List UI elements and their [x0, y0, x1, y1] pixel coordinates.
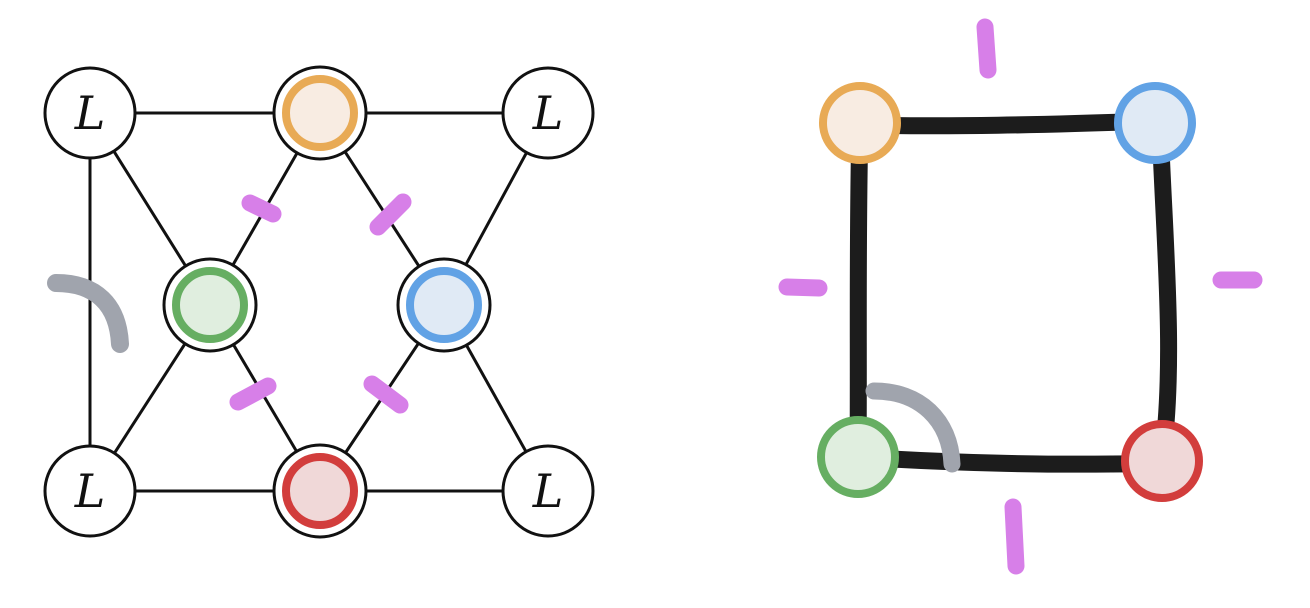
colored-node-middle-right: [396, 257, 492, 353]
lattice-node-label: L: [532, 86, 564, 140]
lattice-node-bottom-right: L: [501, 444, 595, 538]
left-diagram: L L L L: [43, 65, 595, 539]
magenta-mark: [363, 375, 409, 414]
colored-node-top-center: [272, 65, 368, 161]
magenta-mark: [1004, 498, 1025, 575]
magenta-mark: [229, 377, 277, 411]
lattice-node-bottom-left: L: [43, 444, 137, 538]
right-node-green: [817, 416, 899, 498]
lattice-node-label: L: [74, 464, 106, 518]
edge-top: [851, 112, 1164, 135]
right-magenta-marks: [778, 18, 1263, 575]
lattice-node-label: L: [532, 464, 564, 518]
edge-right: [1151, 114, 1178, 470]
left-magenta-marks: [229, 193, 412, 414]
right-node-blue: [1114, 82, 1196, 164]
edge-left: [849, 114, 869, 466]
lattice-node-top-left: L: [43, 66, 137, 160]
node-circle: [501, 444, 595, 538]
magenta-mark: [369, 193, 412, 236]
colored-node-bottom-center: [272, 443, 368, 539]
right-node-red: [1121, 420, 1203, 502]
node-red-disc: [282, 453, 358, 529]
node-orange-disc: [282, 75, 358, 151]
right-node-orange: [819, 82, 901, 164]
colored-node-middle-left: [162, 257, 258, 353]
magenta-mark: [976, 18, 997, 79]
lattice-node-label: L: [74, 86, 106, 140]
node-green-disc: [172, 267, 248, 343]
gray-arc: [865, 382, 961, 473]
lattice-node-top-right: L: [501, 66, 595, 160]
magenta-mark: [778, 278, 828, 297]
node-circle: [501, 66, 595, 160]
magenta-mark: [241, 194, 282, 223]
right-edges: [849, 112, 1178, 473]
node-blue-disc: [406, 267, 482, 343]
gray-arc: [47, 274, 129, 353]
right-diagram: [778, 18, 1263, 575]
node-circle: [43, 444, 137, 538]
edge-bottom: [849, 448, 1171, 473]
node-circle: [43, 66, 137, 160]
